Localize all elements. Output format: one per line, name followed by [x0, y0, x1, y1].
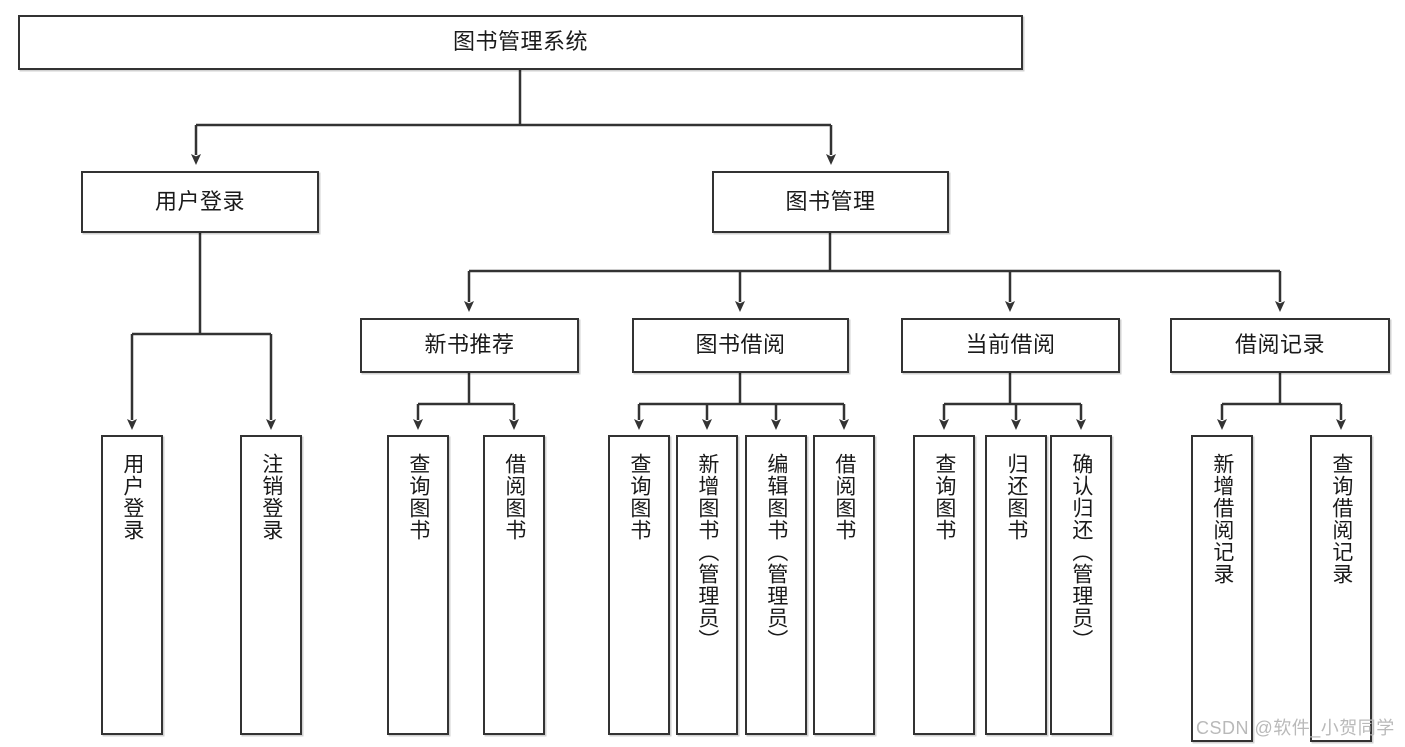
leaf-add-borrow-record[interactable]: 新增借阅记录: [1191, 435, 1253, 742]
node-label: 新增借阅记录: [1210, 453, 1234, 585]
node-label: 查询图书: [406, 453, 430, 541]
leaf-add-book-admin[interactable]: 新增图书（管理员）: [676, 435, 738, 735]
connector-user-login-to-leaves: [127, 233, 276, 430]
leaf-query-books-current[interactable]: 查询图书: [913, 435, 975, 735]
node-label: 查询图书: [932, 453, 956, 541]
leaf-logout-login[interactable]: 注销登录: [240, 435, 302, 735]
node-current-borrow[interactable]: 当前借阅: [901, 318, 1120, 373]
node-label: 编辑图书（管理员）: [764, 453, 788, 651]
node-label: 借阅图书: [832, 453, 856, 541]
node-label: 图书管理: [785, 188, 876, 214]
node-book-borrow[interactable]: 图书借阅: [632, 318, 849, 373]
node-label: 当前借阅: [965, 332, 1056, 358]
node-label: 查询借阅记录: [1329, 453, 1353, 585]
node-label: 归还图书: [1004, 453, 1028, 541]
leaf-borrow-books-new[interactable]: 借阅图书: [483, 435, 545, 735]
node-label: 确认归还（管理员）: [1069, 453, 1093, 651]
connector-root-to-level2: [191, 70, 836, 165]
node-label: 借阅图书: [502, 453, 526, 541]
connector-current-borrow-to-leaves: [939, 373, 1086, 430]
node-borrow-record[interactable]: 借阅记录: [1170, 318, 1390, 373]
leaf-query-books-new[interactable]: 查询图书: [387, 435, 449, 735]
leaf-confirm-return-admin[interactable]: 确认归还（管理员）: [1050, 435, 1112, 735]
node-user-login[interactable]: 用户登录: [81, 171, 319, 233]
leaf-query-books-borrow[interactable]: 查询图书: [608, 435, 670, 735]
node-label: 图书借阅: [695, 332, 786, 358]
node-label: 用户登录: [154, 188, 245, 214]
leaf-return-books[interactable]: 归还图书: [985, 435, 1047, 735]
leaf-borrow-books[interactable]: 借阅图书: [813, 435, 875, 735]
node-book-management[interactable]: 图书管理: [712, 171, 949, 233]
leaf-query-borrow-record[interactable]: 查询借阅记录: [1310, 435, 1372, 742]
node-root-system[interactable]: 图书管理系统: [18, 15, 1023, 70]
node-new-book-recommend[interactable]: 新书推荐: [360, 318, 579, 373]
connector-borrow-record-to-leaves: [1217, 373, 1346, 430]
connector-book-mgmt-to-level3: [464, 233, 1285, 312]
node-label: 查询图书: [627, 453, 651, 541]
node-label: 注销登录: [259, 453, 283, 541]
node-label: 用户登录: [120, 453, 144, 541]
connector-new-books-to-leaves: [413, 373, 519, 430]
leaf-user-login[interactable]: 用户登录: [101, 435, 163, 735]
csdn-watermark: CSDN @软件_小贺同学: [1196, 718, 1395, 738]
connector-borrow-to-leaves: [634, 373, 849, 430]
node-label: 借阅记录: [1234, 332, 1325, 358]
node-label: 新书推荐: [424, 332, 515, 358]
node-label: 新增图书（管理员）: [695, 453, 719, 651]
node-label: 图书管理系统: [452, 29, 588, 55]
leaf-edit-book-admin[interactable]: 编辑图书（管理员）: [745, 435, 807, 735]
